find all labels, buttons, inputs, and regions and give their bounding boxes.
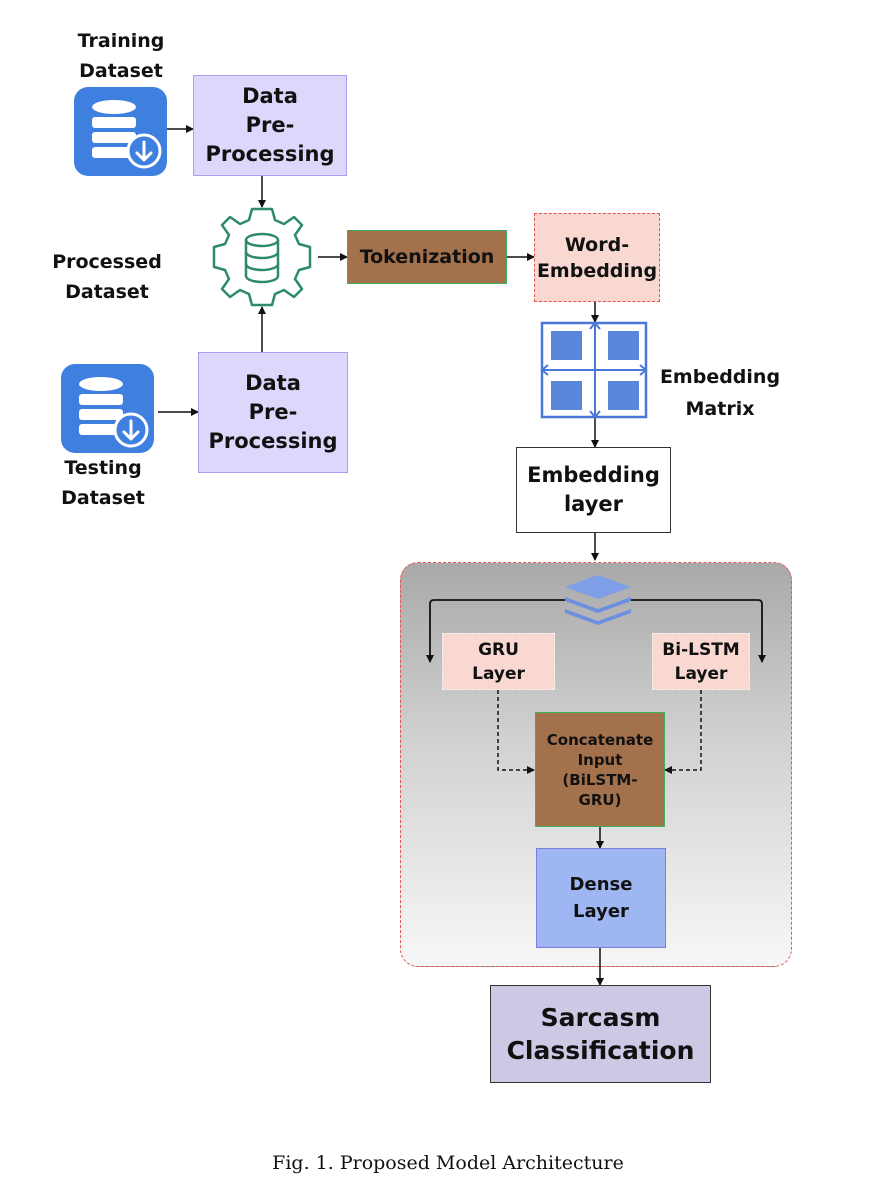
gear-database-icon [212, 207, 312, 307]
word-embedding-box: Word-Embedding [534, 213, 660, 302]
split-right-wire [631, 599, 766, 663]
embedding-matrix-icon [540, 321, 648, 419]
split-left-wire [426, 599, 565, 663]
bilstm-to-concat-wire [664, 690, 702, 774]
training-database-icon [74, 87, 167, 176]
figure-caption: Fig. 1. Proposed Model Architecture [272, 1152, 624, 1174]
testing-database-icon [61, 364, 154, 453]
tokenization-box: Tokenization [347, 230, 507, 284]
layers-icon [565, 575, 631, 625]
gru-to-concat-wire [497, 690, 535, 774]
